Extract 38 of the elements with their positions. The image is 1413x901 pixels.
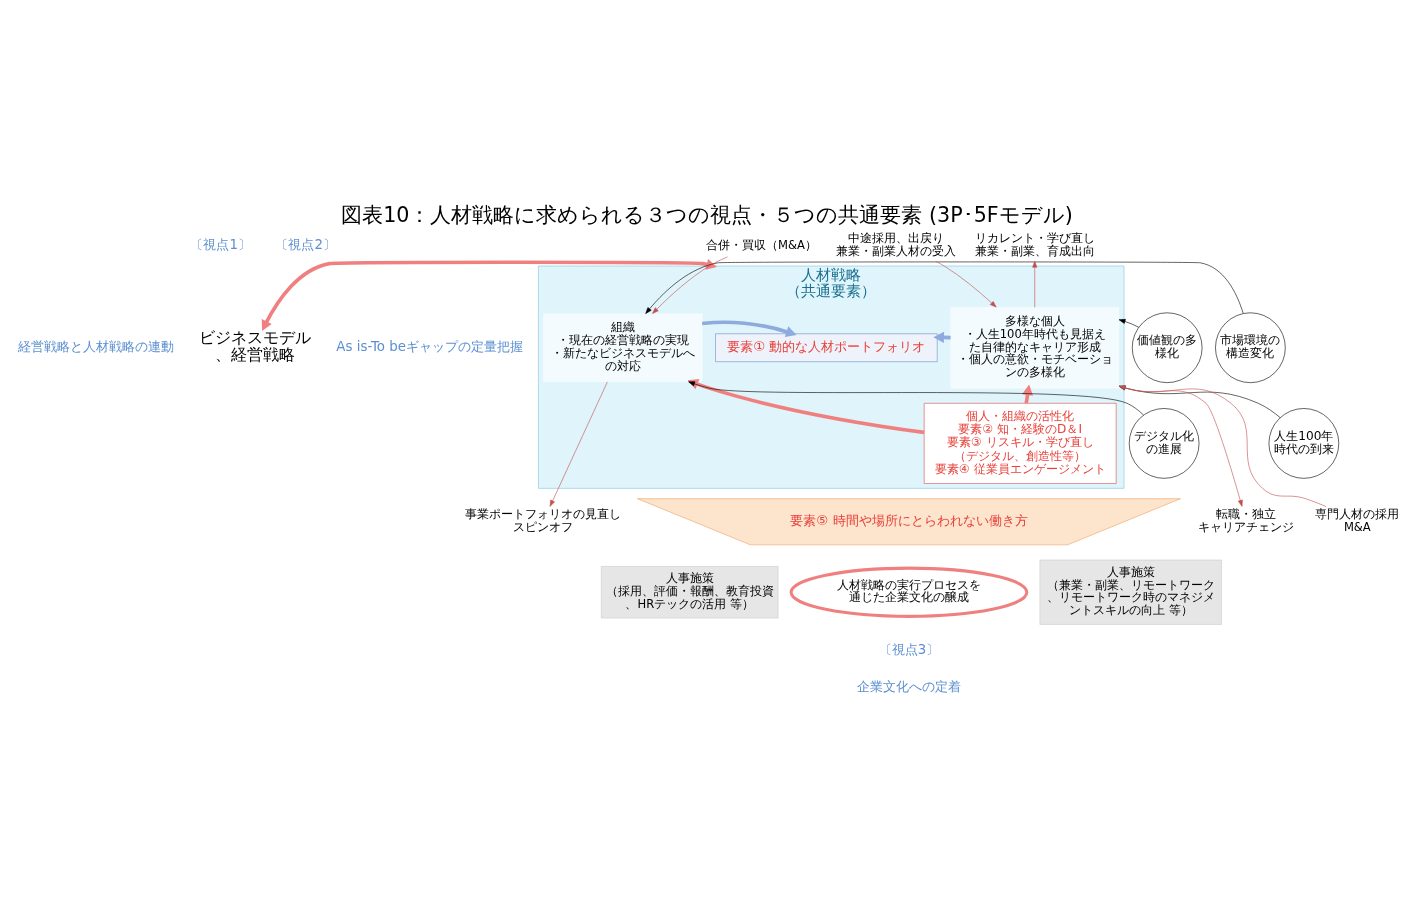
arrow — [1118, 385, 1326, 507]
arrow — [1118, 318, 1139, 328]
arrow — [261, 258, 717, 331]
diagram-title: 図表10：人材戦略に求められる３つの視点・５つの共通要素 (3P･5Fモデル) — [340, 202, 1073, 227]
arrow — [651, 256, 728, 314]
node-circle: 市場環境の構造変化 — [1214, 312, 1286, 383]
node-box: 多様な個人 ・人生100年時代も見据えた自律的なキャリア形成 ・個人の意欲・モチベーションの多様化 — [949, 306, 1119, 388]
node-ellipse: 人材戦略の実行プロセスを通じた企業文化の醸成 — [789, 566, 1028, 618]
label: 〔視点3〕 — [878, 641, 939, 657]
node-text: 事業ポートフォリオの見直し スピンオフ — [464, 506, 621, 534]
arrow — [1118, 385, 1280, 418]
label: As is-To beギャップの定量把握 — [335, 338, 523, 354]
arrow — [644, 261, 1243, 314]
node-box: 個人・組織の活性化 要素② 知・経験のD＆I 要素③ リスキル・学び直し （デジタル、創造性等） 要素④ 従業員エンゲージメント — [923, 402, 1116, 484]
label: 経営戦略と人材戦略の連動 — [17, 338, 174, 354]
arrow — [1118, 385, 1243, 507]
node-text: 合併・買収（M&A） — [705, 237, 817, 252]
label: 〔視点1〕 — [189, 236, 251, 252]
arrow — [1031, 260, 1037, 308]
arrow — [687, 381, 1144, 415]
label: 〔視点2〕 — [275, 236, 336, 252]
node-box: 人事施策 （兼業・副業、リモートワーク、リモートワーク時のマネジメントスキルの向上 等） — [1039, 559, 1222, 625]
node-text: ビジネスモデル、経営戦略 — [198, 327, 311, 364]
node-box: 要素① 動的な人材ポートフォリオ — [714, 332, 938, 362]
node-circle: 価値観の多様化 — [1131, 312, 1202, 383]
node-text: 中途採用、出戻り 兼業・副業人材の受入 — [835, 230, 956, 258]
node-circle: デジタル化の進展 — [1128, 407, 1199, 479]
node-text: リカレント・学び直し 兼業・副業、育成出向 — [974, 230, 1095, 258]
arrow — [701, 319, 797, 337]
node-text: 転職・独立 キャリアチェンジ — [1197, 506, 1294, 534]
node-box: 組織 ・現在の経営戦略の実現 ・新たなビジネスモデルへの対応 — [542, 312, 702, 382]
node-circle: 人生100年時代の到来 — [1268, 407, 1339, 479]
node-box: 人事施策 （採用、評価・報酬、教育投資、HRテックの活用 等） — [600, 565, 778, 618]
arrow — [549, 381, 608, 507]
arrow — [934, 260, 996, 307]
node-text: 専門人材の採用 M&A — [1314, 506, 1399, 534]
label: 企業文化への定着 — [856, 678, 961, 694]
arrow — [687, 378, 924, 434]
